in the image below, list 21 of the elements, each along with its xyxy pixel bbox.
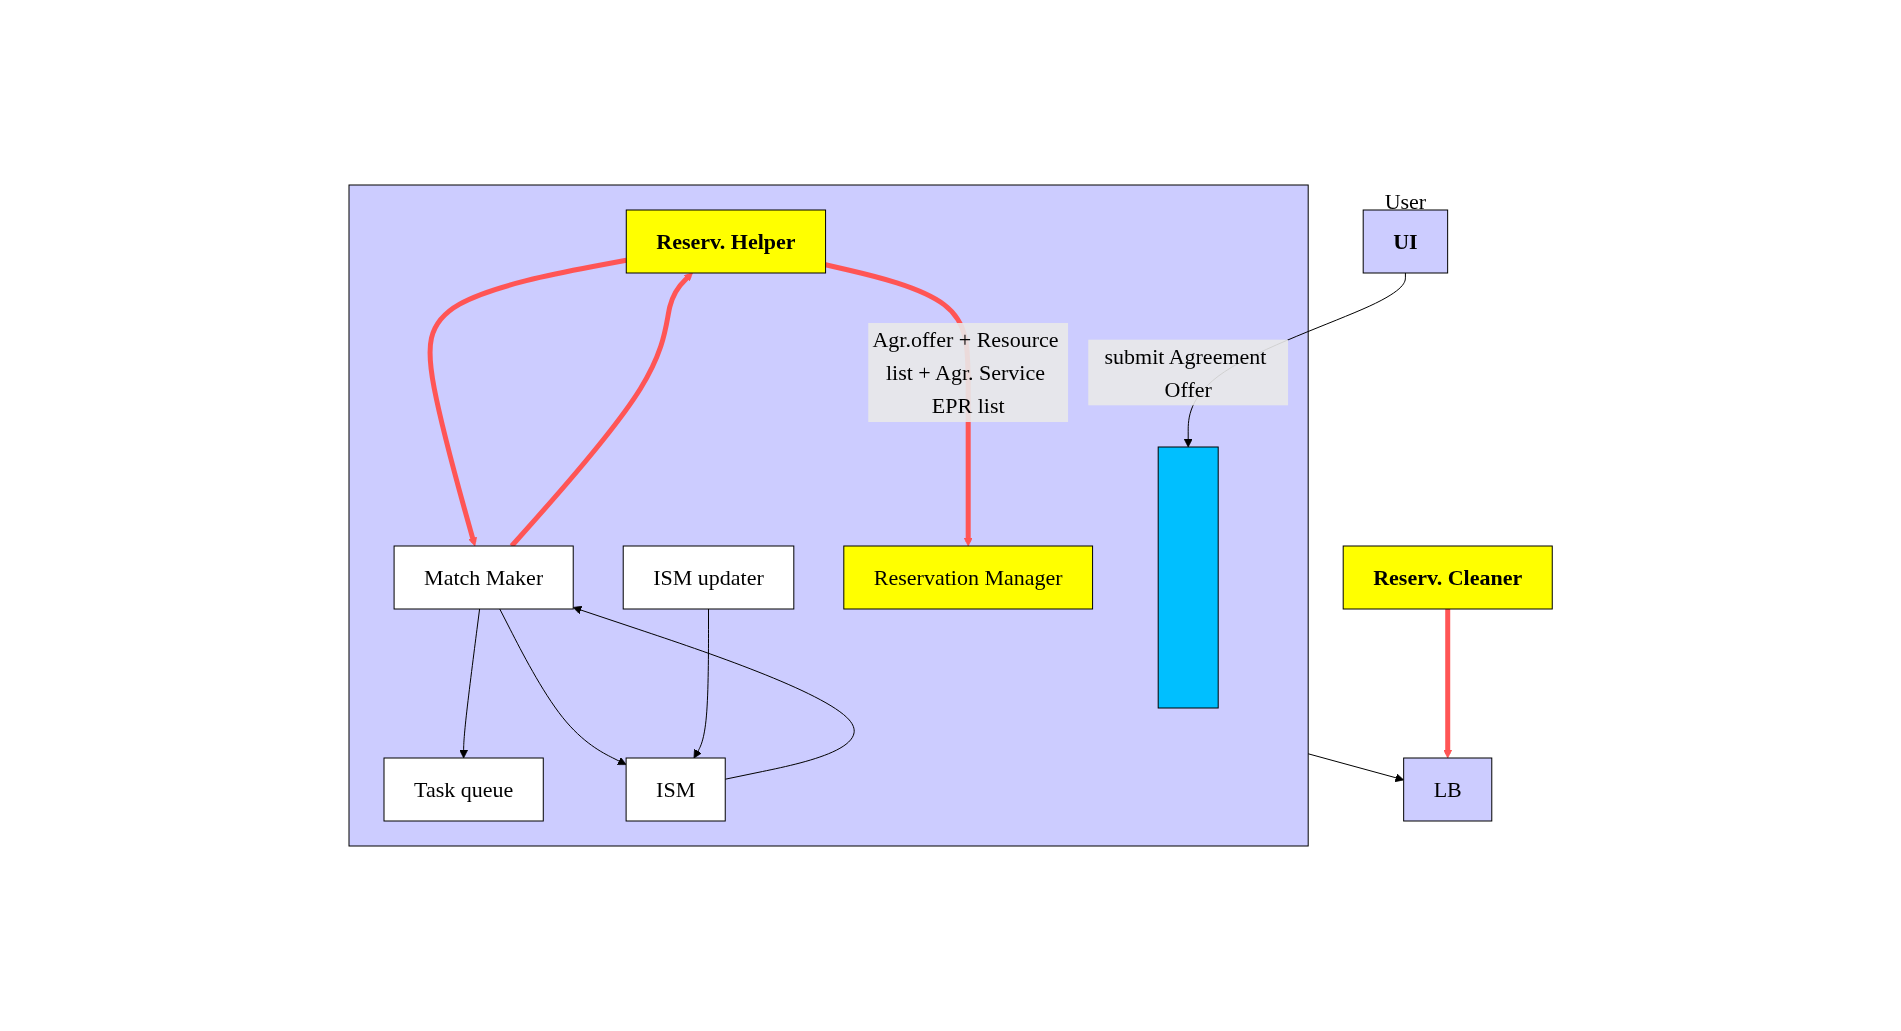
arrow bbox=[572, 605, 855, 780]
edge-label: Agr.offer + Resource list + Agr. Service EPR list bbox=[872, 327, 1059, 418]
node-box: ISM bbox=[625, 757, 726, 822]
node-box: LB bbox=[1403, 757, 1493, 822]
edge-label: submit Agreement Offer bbox=[1104, 343, 1267, 402]
arrow bbox=[459, 608, 480, 759]
arrow bbox=[1443, 609, 1452, 759]
node-box: Reserv. Cleaner bbox=[1342, 545, 1553, 610]
arrow bbox=[509, 272, 693, 548]
arrow bbox=[693, 608, 709, 759]
node-bar bbox=[1157, 446, 1219, 709]
node-box: UI bbox=[1362, 209, 1448, 274]
node-box: Task queue bbox=[383, 757, 544, 822]
arrow bbox=[499, 608, 627, 765]
node-box: ISM updater bbox=[622, 545, 795, 610]
node-box: Match Maker bbox=[393, 545, 574, 610]
cluster bbox=[348, 184, 1309, 847]
node-box: Reservation Manager bbox=[843, 545, 1093, 610]
arrow bbox=[1307, 753, 1404, 783]
node-box: Reserv. Helper bbox=[625, 209, 826, 274]
arrow bbox=[427, 257, 627, 547]
